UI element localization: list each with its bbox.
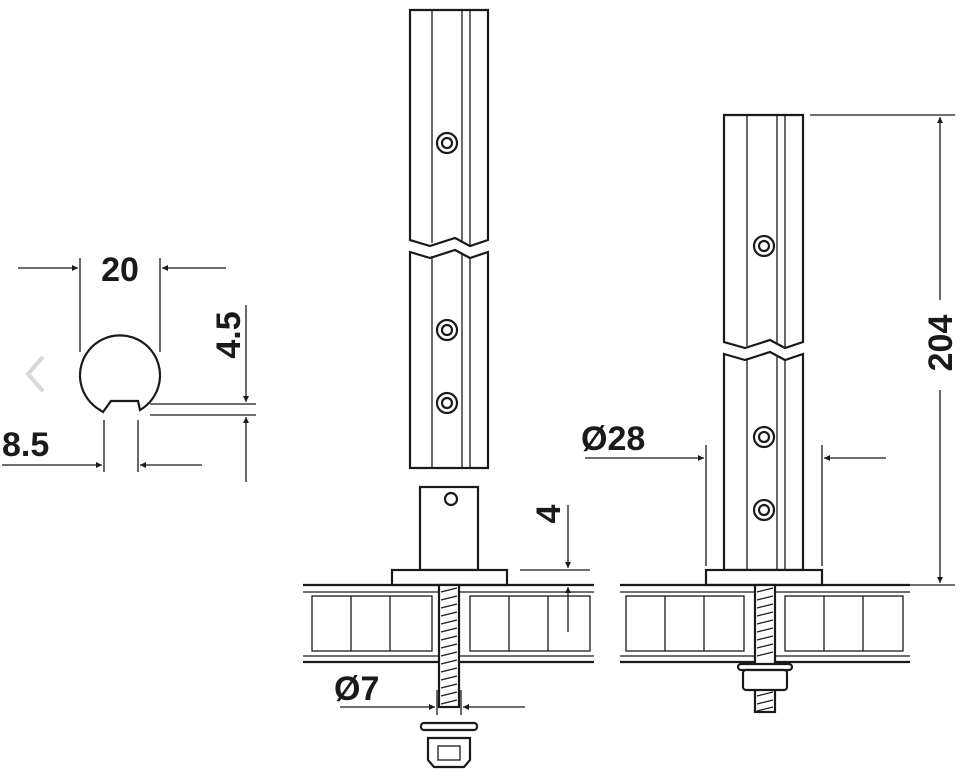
dim-profile-width: 20: [101, 251, 139, 289]
tube-upper: [722, 113, 805, 350]
screw-holes: [752, 234, 776, 522]
dim-slot-width: 8.5: [2, 426, 49, 464]
tube-lower: [722, 350, 805, 572]
base-plate: [704, 568, 824, 587]
chevron-left-icon: [25, 356, 44, 392]
dim-plate-thickness: 4: [530, 504, 568, 523]
dim-slot-depth: 4.5: [210, 311, 248, 358]
washer: [419, 721, 479, 732]
screw-holes: [435, 131, 459, 415]
profile-outline: [78, 334, 162, 414]
mounting-tab: [418, 485, 480, 572]
dim-tube-diameter: Ø28: [581, 420, 645, 458]
nut: [426, 736, 472, 769]
exploded-assembly: 4 Ø7: [303, 8, 594, 769]
tube-lower: [408, 248, 490, 470]
tube-upper: [408, 8, 490, 248]
dim-bolt-diameter: Ø7: [334, 670, 379, 708]
panel-left: [303, 583, 594, 664]
nut: [741, 668, 789, 692]
dim-height: 204: [922, 315, 960, 372]
profile-cross-section: 20 4.5 8.5: [2, 251, 256, 482]
carousel-prev-button[interactable]: [18, 352, 52, 396]
assembled-post: Ø28 204: [581, 113, 960, 714]
base-plate: [390, 568, 509, 587]
